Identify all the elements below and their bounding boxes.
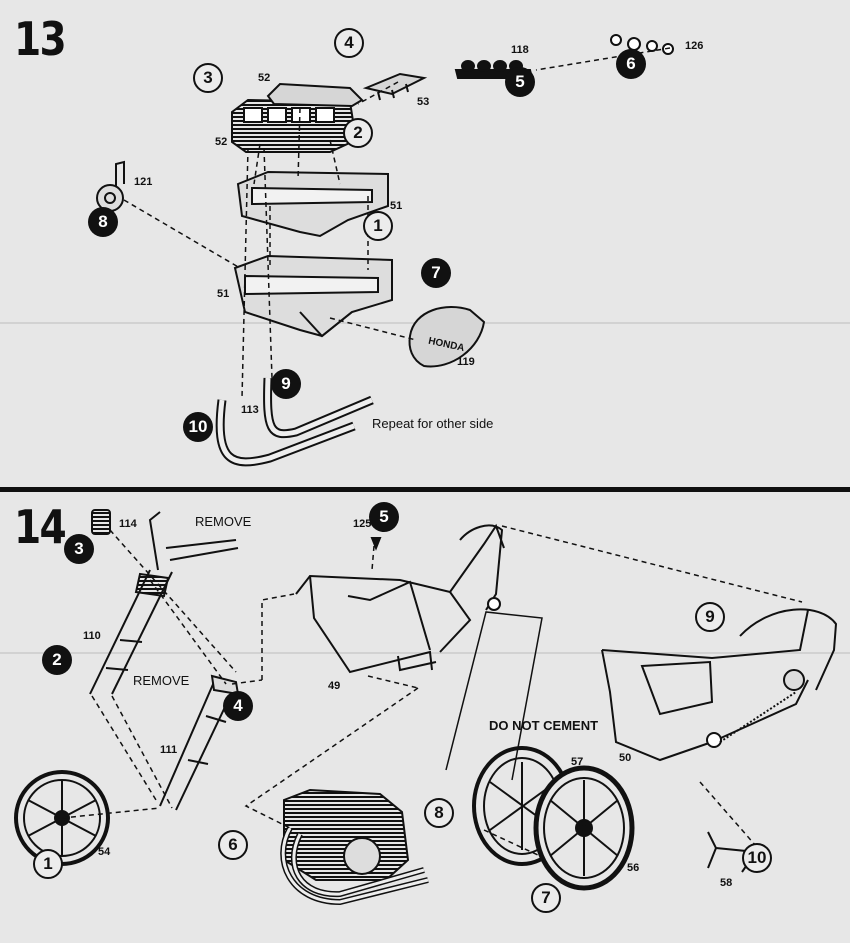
headlight-icon [91, 509, 111, 535]
part-number-label: 49 [328, 680, 341, 692]
part-number-label: 111 [160, 744, 178, 756]
assembly-guides [123, 47, 671, 399]
step13-callout-10: 10 [183, 412, 213, 442]
frame-50-icon [601, 608, 838, 762]
step13-callout-6: 6 [616, 49, 646, 79]
step13-callout-3: 3 [193, 63, 223, 93]
head-cover-icon [266, 82, 364, 108]
assembly-guides [61, 525, 803, 857]
part-number-label: 110 [83, 630, 101, 642]
step13-callout-7: 7 [421, 258, 451, 288]
step13-callout-2: 2 [343, 118, 373, 148]
part-number-label: 119 [457, 356, 475, 368]
part-number-label: 125 [353, 518, 372, 530]
pin-part-icon [370, 537, 382, 551]
step14-callout-8: 8 [424, 798, 454, 828]
step-number-13: 13 [14, 12, 67, 66]
instruction-note: DO NOT CEMENT [489, 718, 599, 733]
step14-callout-5: 5 [369, 502, 399, 532]
exhaust-pipe-icon [215, 377, 374, 467]
axle-guide [445, 611, 543, 781]
part-number-label: 52 [215, 136, 228, 148]
step14-callout-1: 1 [33, 849, 63, 879]
step13-drawing: HONDA [96, 34, 674, 467]
lower-crankcase-icon [233, 254, 393, 338]
engine-assembly-icon [280, 788, 429, 906]
oil-filter-icon [96, 160, 125, 212]
part-number-label: 121 [134, 176, 153, 188]
part-number-label: 51 [390, 200, 403, 212]
step14-callout-9: 9 [695, 602, 725, 632]
step14-callout-2: 2 [42, 645, 72, 675]
step14-callout-3: 3 [64, 534, 94, 564]
part-number-label: 52 [258, 72, 271, 84]
part-number-label: 113 [241, 404, 259, 416]
intake-caps-icon [610, 34, 674, 55]
part-number-label: 53 [417, 96, 430, 108]
frame-49-icon [295, 523, 505, 674]
front-fork-icon [89, 511, 239, 695]
engine-cover-icon: HONDA [408, 306, 486, 368]
instruction-note: REMOVE [133, 673, 190, 688]
step-divider [0, 487, 850, 492]
step13-callout-4: 4 [334, 28, 364, 58]
part-number-label: 54 [98, 846, 111, 858]
part-number-label: 114 [119, 518, 137, 530]
part-number-label: 58 [720, 877, 733, 889]
step14-callout-10: 10 [742, 843, 772, 873]
part-number-label: 126 [685, 40, 704, 52]
part-number-label: 118 [511, 44, 529, 56]
step-number-14: 14 [14, 500, 67, 554]
part-number-label: 50 [619, 752, 632, 764]
part-number-label: 57 [571, 756, 584, 768]
step14-callout-6: 6 [218, 830, 248, 860]
rocker-part-icon [362, 72, 428, 101]
step13-callout-1: 1 [363, 211, 393, 241]
part-number-label: 56 [627, 862, 640, 874]
step13-callout-8: 8 [88, 207, 118, 237]
rear-wheel-outer-icon [533, 765, 635, 891]
upper-crankcase-icon [236, 170, 389, 238]
cylinder-block-icon [231, 98, 358, 153]
instruction-note: REMOVE [195, 514, 252, 529]
step14-drawing [14, 509, 838, 906]
instruction-note: Repeat for other side [372, 416, 494, 431]
step14-callout-4: 4 [223, 691, 253, 721]
step14-callout-7: 7 [531, 883, 561, 913]
step13-callout-9: 9 [271, 369, 301, 399]
part-number-label: 51 [217, 288, 230, 300]
step13-callout-5: 5 [505, 67, 535, 97]
